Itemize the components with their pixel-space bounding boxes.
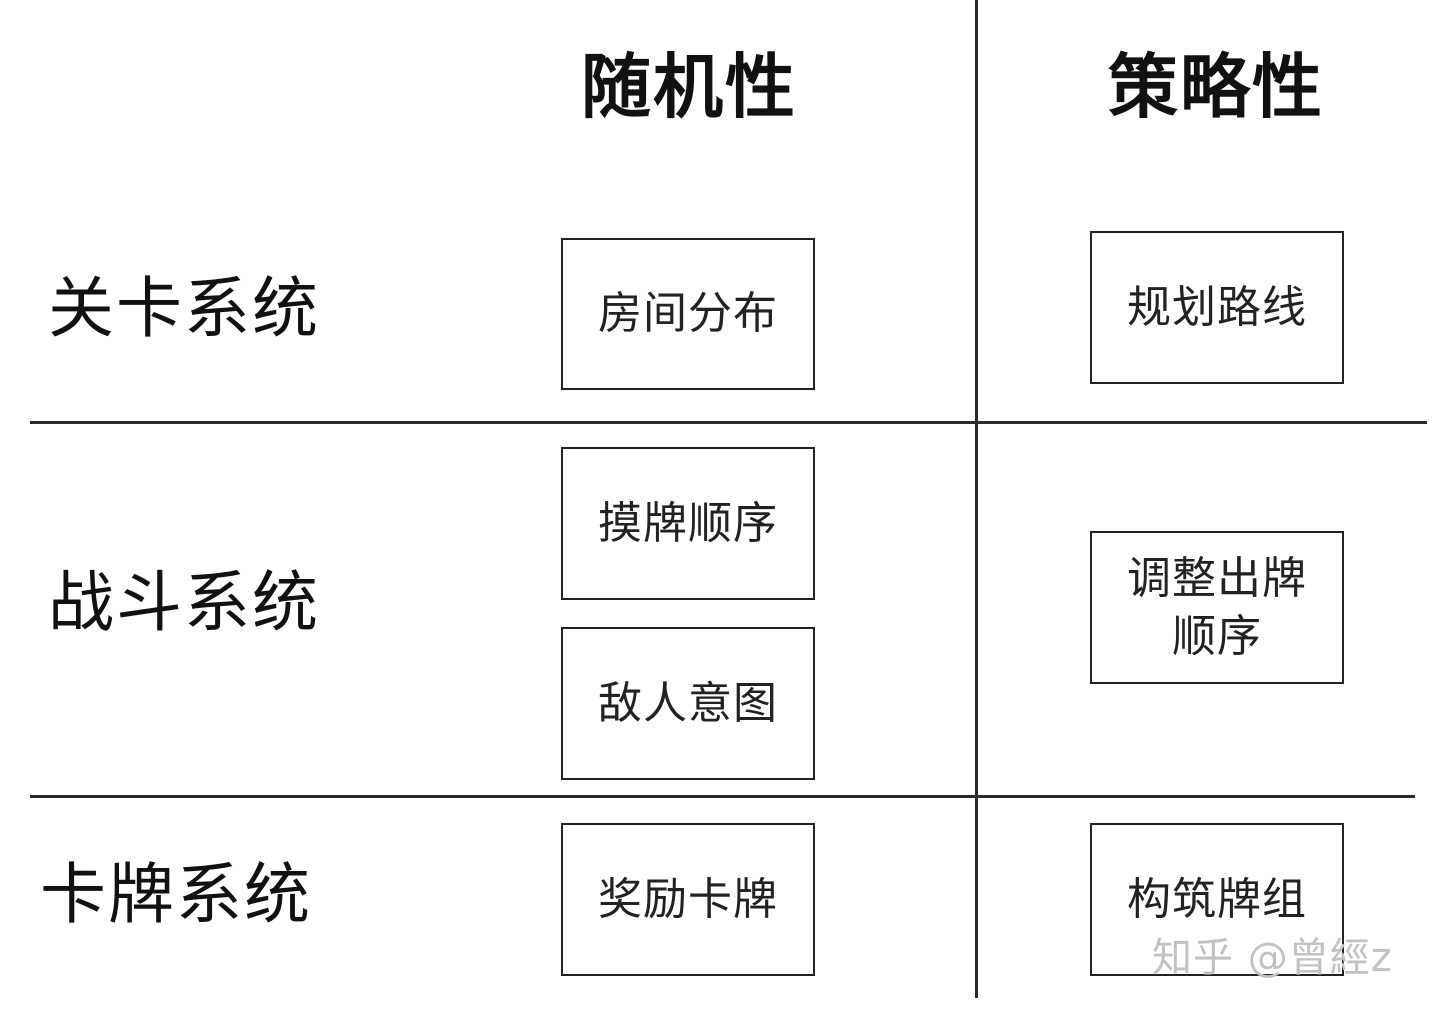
- row-label-battle-system: 战斗系统: [48, 564, 320, 641]
- box-build-deck: 构筑牌组: [1090, 823, 1344, 976]
- column-header-randomness: 随机性: [581, 45, 797, 128]
- box-draw-order: 摸牌顺序: [561, 447, 815, 600]
- box-reward-cards-label: 奖励卡牌: [598, 873, 778, 925]
- box-plan-route-label: 规划路线: [1127, 281, 1307, 333]
- box-enemy-intent: 敌人意图: [561, 627, 815, 780]
- box-room-layout: 房间分布: [561, 238, 815, 390]
- box-build-deck-label: 构筑牌组: [1127, 873, 1307, 925]
- column-header-strategy: 策略性: [1108, 45, 1324, 128]
- horizontal-divider-1: [30, 421, 1427, 424]
- row-label-card-system: 卡牌系统: [40, 856, 312, 933]
- horizontal-divider-2: [30, 795, 1415, 798]
- box-adjust-play-order-line1: 调整出牌: [1127, 553, 1307, 605]
- vertical-divider: [975, 0, 978, 998]
- box-adjust-play-order-line2: 顺序: [1172, 610, 1262, 662]
- box-reward-cards: 奖励卡牌: [561, 823, 815, 976]
- box-enemy-intent-label: 敌人意图: [598, 677, 778, 729]
- box-plan-route: 规划路线: [1090, 231, 1344, 384]
- box-room-layout-label: 房间分布: [598, 288, 778, 340]
- box-adjust-play-order: 调整出牌 顺序: [1090, 531, 1344, 684]
- row-label-level-system: 关卡系统: [48, 270, 320, 347]
- watermark: 知乎 @曾經z: [1152, 935, 1393, 981]
- box-draw-order-label: 摸牌顺序: [598, 497, 778, 549]
